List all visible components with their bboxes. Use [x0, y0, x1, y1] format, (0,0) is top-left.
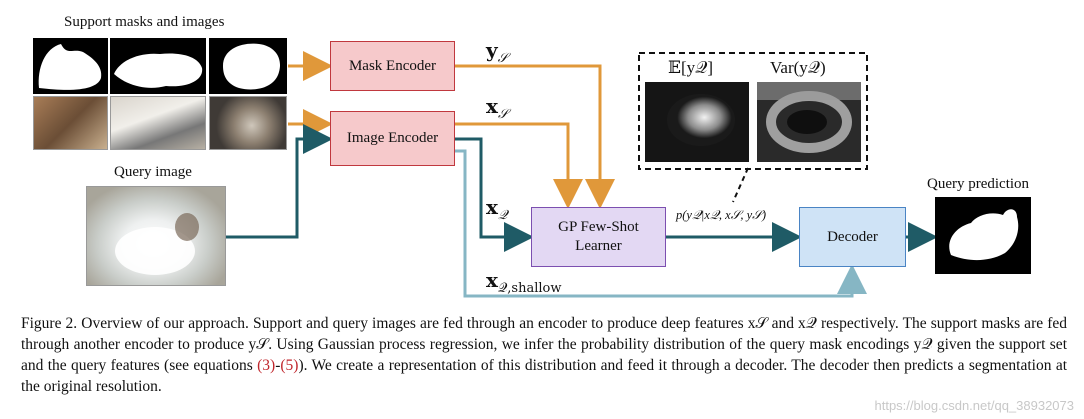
query-image-label: Query image [114, 164, 192, 180]
query-prediction-label: Query prediction [927, 176, 1030, 192]
support-image-1 [33, 96, 108, 150]
mask-encoder-box: Mask Encoder [330, 41, 455, 91]
dashed-pointer [732, 167, 749, 203]
variance-label: Var(y𝒬) [770, 58, 826, 77]
query-prediction-mask [935, 197, 1031, 274]
edge-xq [455, 137, 534, 252]
support-mask-1 [33, 38, 108, 94]
probability-label: p(y𝒬|x𝒬, x𝒮, y𝒮) [676, 208, 767, 222]
support-mask-3 [209, 38, 287, 94]
label-ys: y𝒮 [486, 38, 508, 66]
variance-heatmap [757, 82, 861, 162]
gp-learner-box: GP Few-Shot Learner [531, 207, 666, 267]
label-xs: x𝒮 [486, 94, 508, 122]
edge-xs [455, 122, 583, 209]
edge-ys [455, 64, 615, 209]
label-xq: x𝒬 [486, 195, 508, 223]
figure-caption: Figure 2. Overview of our approach. Supp… [21, 315, 1068, 395]
support-image-3 [209, 96, 287, 150]
image-encoder-box: Image Encoder [330, 111, 455, 166]
decoder-box: Decoder [799, 207, 906, 267]
support-label: Support masks and images [64, 14, 225, 30]
expectation-heatmap [645, 82, 749, 162]
support-image-2 [110, 96, 206, 150]
edge-xq-shallow [455, 149, 867, 298]
support-mask-2 [110, 38, 206, 94]
label-xq-shallow: x𝒬,shallow [486, 268, 562, 296]
expectation-label: 𝔼[y𝒬] [668, 58, 713, 77]
query-image [86, 186, 226, 286]
watermark: https://blog.csdn.net/qq_38932073 [874, 398, 1075, 413]
heatmap-frame [638, 52, 868, 170]
edge-query-to-image-encoder [226, 124, 333, 239]
